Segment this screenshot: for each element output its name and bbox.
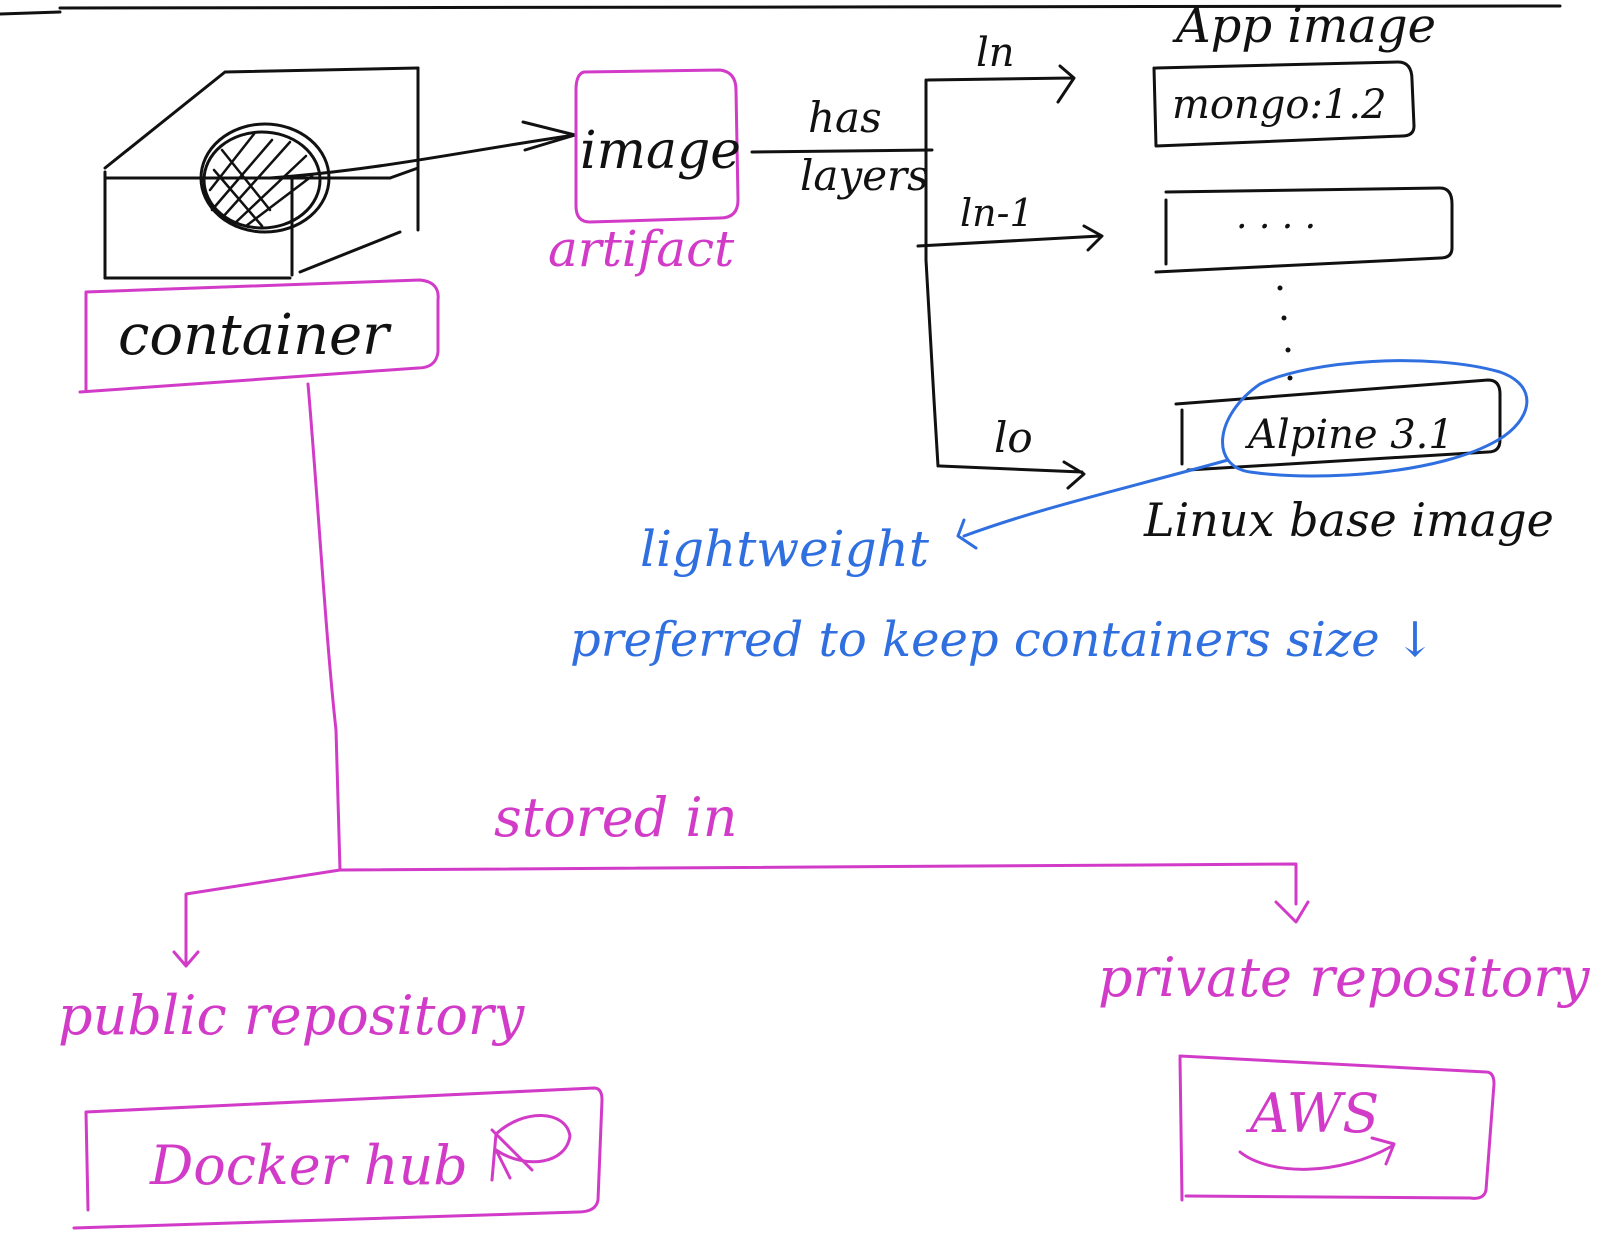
layer-0-arrow — [938, 460, 1086, 490]
public-branch-arrow — [172, 868, 342, 968]
base-image-caption: Linux base image — [1143, 493, 1554, 547]
middle-layer-box — [1154, 186, 1454, 274]
base-layer-box — [1174, 378, 1502, 472]
layers-label: layers — [800, 151, 929, 200]
container-box — [78, 278, 440, 394]
lightweight-arrow — [956, 458, 1230, 550]
app-image-title: App image — [1172, 0, 1436, 54]
layer-n-minus-1-label: ln-1 — [960, 191, 1034, 235]
image-label: image — [580, 121, 741, 181]
layer-n-label: ln — [976, 30, 1015, 76]
docker-whale-icon — [490, 1114, 572, 1182]
aws-label: AWS — [1245, 1082, 1379, 1145]
container-cube-icon — [103, 66, 420, 280]
container-label: container — [118, 303, 392, 368]
layer-ellipsis-dots — [1277, 285, 1293, 381]
layer-n-arrow — [926, 64, 1076, 104]
app-image-box — [1152, 60, 1416, 148]
image-to-layers-line — [750, 148, 934, 154]
lightweight-label: lightweight — [640, 520, 930, 578]
container-to-image-arrow — [268, 133, 577, 180]
docker-hub-box — [72, 1086, 604, 1230]
aws-box — [1178, 1054, 1496, 1202]
container-stored-line — [306, 382, 342, 872]
private-branch-arrowhead — [1274, 900, 1310, 924]
stored-in-label: stored in — [494, 786, 737, 849]
private-repository-label: private repository — [1098, 946, 1591, 1009]
has-label: has — [808, 93, 882, 142]
preferred-note: preferred to keep containers size ↓ — [570, 612, 1435, 668]
layers-bracket — [924, 78, 940, 468]
artifact-label: artifact — [548, 220, 735, 278]
app-image-value: mongo:1.2 — [1172, 82, 1387, 128]
storage-branch-line — [338, 862, 1298, 906]
image-box — [574, 68, 740, 224]
container-to-image-arrowhead — [521, 120, 577, 152]
base-layer-value: Alpine 3.1 — [1244, 412, 1454, 458]
aws-smile-arrow — [1238, 1136, 1396, 1171]
docker-hub-label: Docker hub — [149, 1134, 468, 1197]
public-repository-label: public repository — [58, 984, 526, 1047]
layer-0-label: lo — [994, 413, 1033, 462]
top-border-line — [0, 4, 1562, 16]
middle-layer-value: . . . . — [1236, 196, 1316, 237]
layer-n-minus-1-arrow — [916, 224, 1104, 252]
